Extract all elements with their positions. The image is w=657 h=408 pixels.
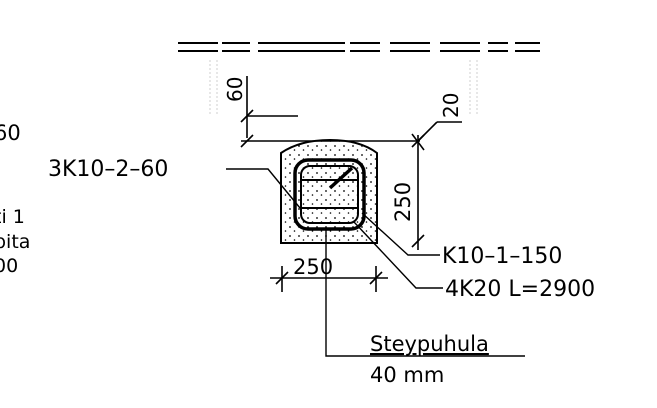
top-cover-label: 60: [223, 77, 247, 102]
spacer-size: 40 mm: [370, 363, 444, 387]
spacer-title: Steypuhula: [370, 332, 489, 356]
slab-offset-dimension: [411, 121, 462, 151]
slab-offset-label: 20: [439, 93, 463, 118]
slab-line: [178, 42, 540, 52]
stirrup-outer: [293, 158, 366, 231]
left-label-3: pita: [0, 231, 30, 253]
beam-section: [280, 138, 378, 244]
stirrups-callout: K10–1–150: [442, 244, 562, 269]
stirrup-hook: [328, 166, 354, 190]
bottom-bars-callout: 4K20 L=2900: [445, 277, 595, 302]
beam-width-dimension: [270, 266, 388, 292]
left-label-4: 00: [0, 255, 18, 277]
top-bars-callout: 3K10–2–60: [48, 157, 168, 182]
left-label-2: ti 1: [0, 206, 25, 228]
top-cover-dimension: [240, 76, 420, 148]
beam-height-dimension: [411, 134, 425, 250]
beam-height-label: 250: [391, 182, 415, 222]
left-label-1: 60: [0, 121, 21, 145]
beam-width-label: 250: [293, 255, 333, 279]
stirrup-inner: [300, 165, 359, 224]
